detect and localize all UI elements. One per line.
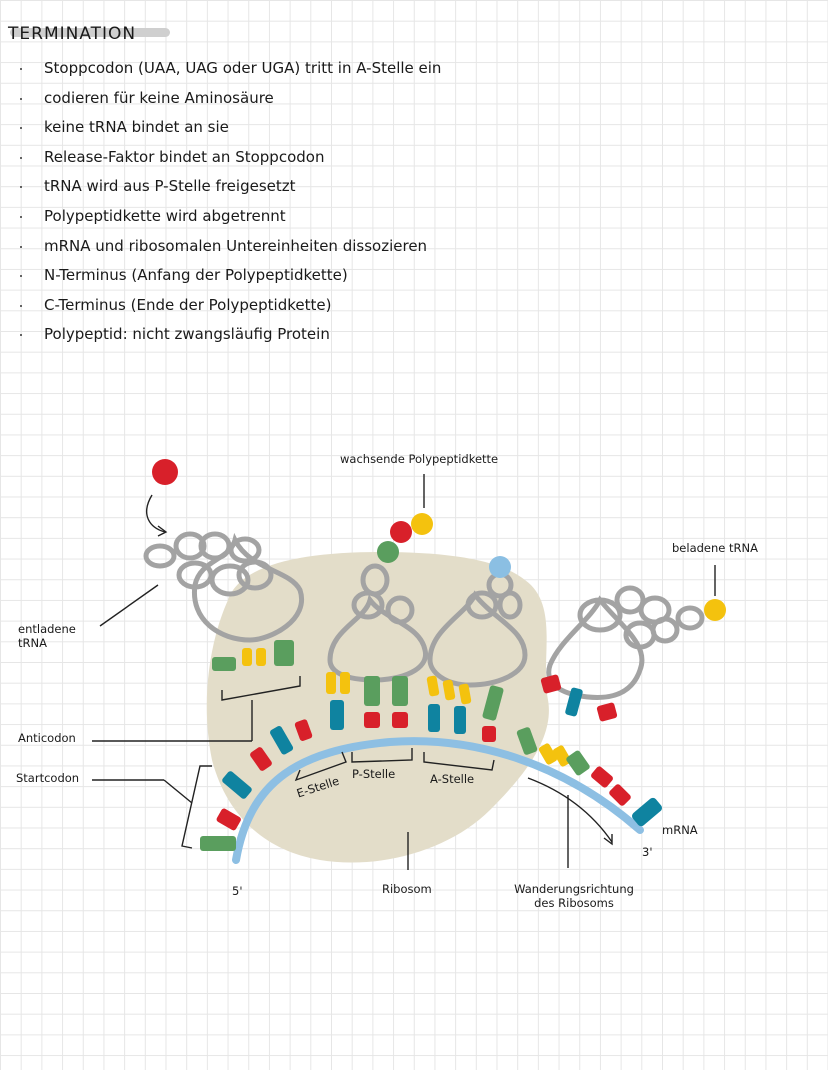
codon-block bbox=[516, 727, 538, 755]
list-item: keine tRNA bindet an sie bbox=[18, 113, 441, 143]
codon-block bbox=[250, 747, 272, 771]
direction-arrow bbox=[527, 777, 613, 843]
anticodon-block bbox=[540, 674, 562, 694]
label-mrna: mRNA bbox=[662, 823, 698, 837]
page-title: TERMINATION bbox=[8, 24, 137, 44]
ribosome-body bbox=[206, 552, 549, 863]
direction-arrow-head bbox=[603, 834, 613, 846]
anticodon-block bbox=[392, 676, 408, 706]
amino-acid bbox=[411, 513, 433, 535]
codon-block bbox=[392, 712, 408, 728]
trna-loaded bbox=[546, 585, 705, 700]
trna-p-site bbox=[327, 563, 428, 683]
codon-block bbox=[364, 712, 380, 728]
label-growing-chain: wachsende Polypeptidkette bbox=[340, 452, 499, 466]
bracket bbox=[181, 765, 212, 849]
label-loaded-trna: beladene tRNA bbox=[672, 541, 758, 555]
amino-acid bbox=[704, 599, 726, 621]
bracket bbox=[351, 748, 413, 763]
codon-block bbox=[222, 771, 252, 799]
amino-acid bbox=[152, 459, 178, 485]
list-item: Stoppcodon (UAA, UAG oder UGA) tritt in … bbox=[18, 54, 441, 84]
amino-acid bbox=[390, 521, 412, 543]
anticodon-block bbox=[274, 640, 294, 666]
codon-block bbox=[482, 726, 496, 742]
label-direction: Wanderungsrichtung des Ribosoms bbox=[514, 882, 634, 910]
bracket bbox=[423, 752, 495, 771]
anticodon-block bbox=[340, 672, 350, 694]
anticodon-block bbox=[596, 702, 618, 722]
leader-line bbox=[99, 584, 159, 627]
anticodon-block bbox=[442, 679, 456, 701]
codon-block bbox=[428, 704, 440, 732]
arrow-head bbox=[157, 525, 168, 537]
anticodon-block bbox=[426, 675, 440, 697]
label-p-site: P-Stelle bbox=[352, 767, 396, 781]
codon-block bbox=[566, 750, 590, 776]
list-item: tRNA wird aus P-Stelle freigesetzt bbox=[18, 172, 441, 202]
list-item: Release-Faktor bindet an Stoppcodon bbox=[18, 143, 441, 173]
anticodon-block bbox=[242, 648, 252, 666]
bracket bbox=[221, 676, 301, 701]
anticodon-block bbox=[458, 683, 472, 705]
codon-block bbox=[330, 700, 344, 730]
codon-block bbox=[591, 766, 613, 788]
codon-block bbox=[454, 706, 466, 734]
label-ribosome: Ribosom bbox=[382, 882, 432, 896]
amino-acid bbox=[377, 541, 399, 563]
codon-block bbox=[200, 836, 236, 851]
mrna-strand bbox=[232, 737, 644, 864]
anticodon-block bbox=[565, 687, 583, 717]
label-anticodon: Anticodon bbox=[18, 731, 76, 745]
anticodon-block bbox=[364, 676, 380, 706]
label-3-prime: 3' bbox=[642, 845, 653, 859]
anticodon-block bbox=[326, 672, 336, 694]
trna-unloaded bbox=[143, 531, 305, 643]
list-item: codieren für keine Aminosäure bbox=[18, 84, 441, 114]
list-item: C-Terminus (Ende der Polypeptidkette) bbox=[18, 291, 441, 321]
label-unloaded-trna: entladene tRNA bbox=[18, 622, 76, 650]
anticodon-block bbox=[212, 657, 236, 671]
anticodon-block bbox=[482, 685, 504, 721]
anticodon-block bbox=[256, 648, 266, 666]
codon-block bbox=[632, 797, 662, 827]
list-item: mRNA und ribosomalen Untereinheiten diss… bbox=[18, 232, 441, 262]
list-item: Polypeptid: nicht zwangsläufig Protein bbox=[18, 320, 441, 350]
bracket bbox=[294, 751, 347, 782]
list-item: Polypeptidkette wird abgetrennt bbox=[18, 202, 441, 232]
codon-block bbox=[609, 784, 631, 806]
codon-block bbox=[552, 745, 572, 767]
list-item: N-Terminus (Anfang der Polypeptidkette) bbox=[18, 261, 441, 291]
arrow bbox=[146, 494, 166, 533]
label-startcodon: Startcodon bbox=[16, 771, 80, 785]
heading-highlight bbox=[10, 28, 170, 37]
codon-block bbox=[216, 808, 241, 831]
leader-line bbox=[163, 779, 193, 804]
label-a-site: A-Stelle bbox=[430, 772, 475, 786]
label-5-prime: 5' bbox=[232, 884, 243, 898]
codon-block bbox=[270, 725, 294, 755]
codon-block bbox=[294, 719, 313, 741]
codon-block bbox=[538, 743, 558, 765]
bullet-list: Stoppcodon (UAA, UAG oder UGA) tritt in … bbox=[18, 54, 441, 350]
release-factor bbox=[489, 556, 511, 578]
